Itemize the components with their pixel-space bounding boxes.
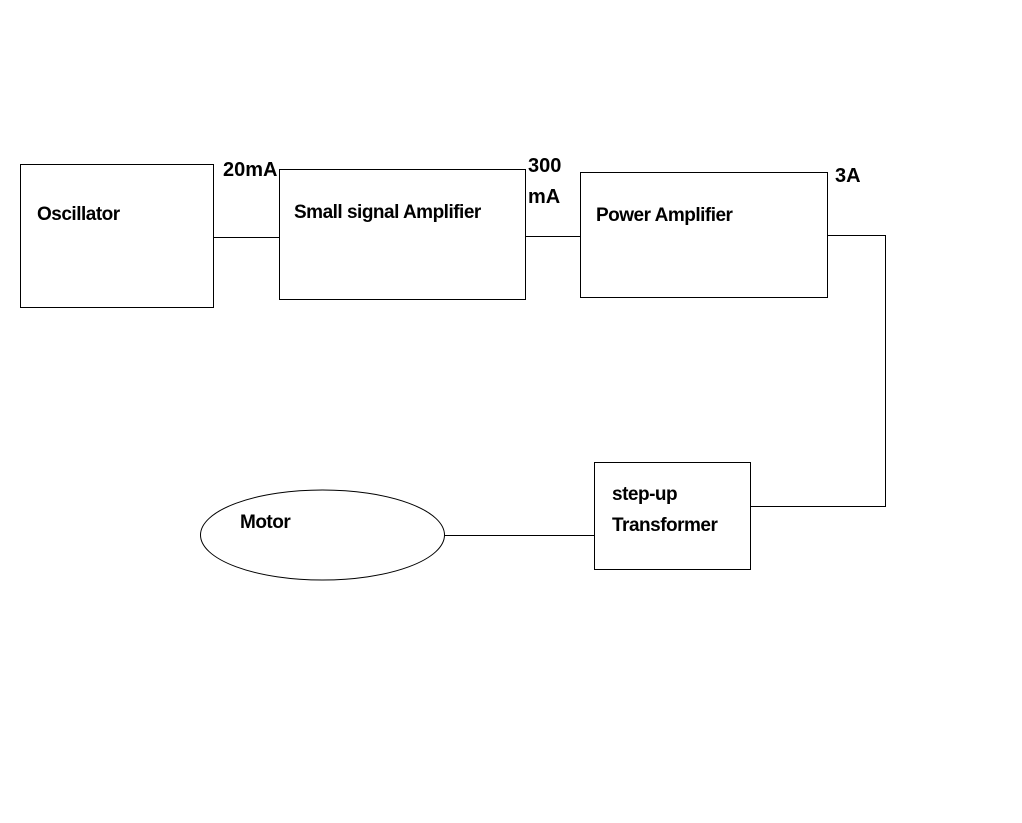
current-label-20ma: 20mA [223, 159, 277, 181]
power-amplifier-box [580, 172, 828, 298]
wire-power-to-transformer [750, 235, 886, 507]
small-signal-amplifier-block: Small signal Amplifier [279, 169, 526, 300]
step-up-transformer-label-line2: Transformer [612, 515, 718, 536]
small-signal-amplifier-label: Small signal Amplifier [294, 202, 482, 223]
oscillator-block: Oscillator [20, 164, 214, 308]
power-amplifier-label: Power Amplifier [596, 205, 734, 226]
motor-ellipse [200, 489, 445, 581]
motor-block: Motor [200, 489, 445, 581]
power-amplifier-block: Power Amplifier [580, 172, 828, 298]
step-up-transformer-block: step-up Transformer [594, 462, 751, 570]
step-up-transformer-label-line1: step-up [612, 484, 677, 505]
small-signal-amplifier-box [279, 169, 526, 300]
motor-label: Motor [240, 512, 291, 533]
current-label-3a: 3A [835, 165, 861, 187]
oscillator-box [20, 164, 214, 308]
step-up-transformer-box [594, 462, 751, 570]
current-label-ma: mA [528, 186, 560, 208]
oscillator-label: Oscillator [37, 204, 121, 225]
current-label-300: 300 [528, 155, 561, 177]
